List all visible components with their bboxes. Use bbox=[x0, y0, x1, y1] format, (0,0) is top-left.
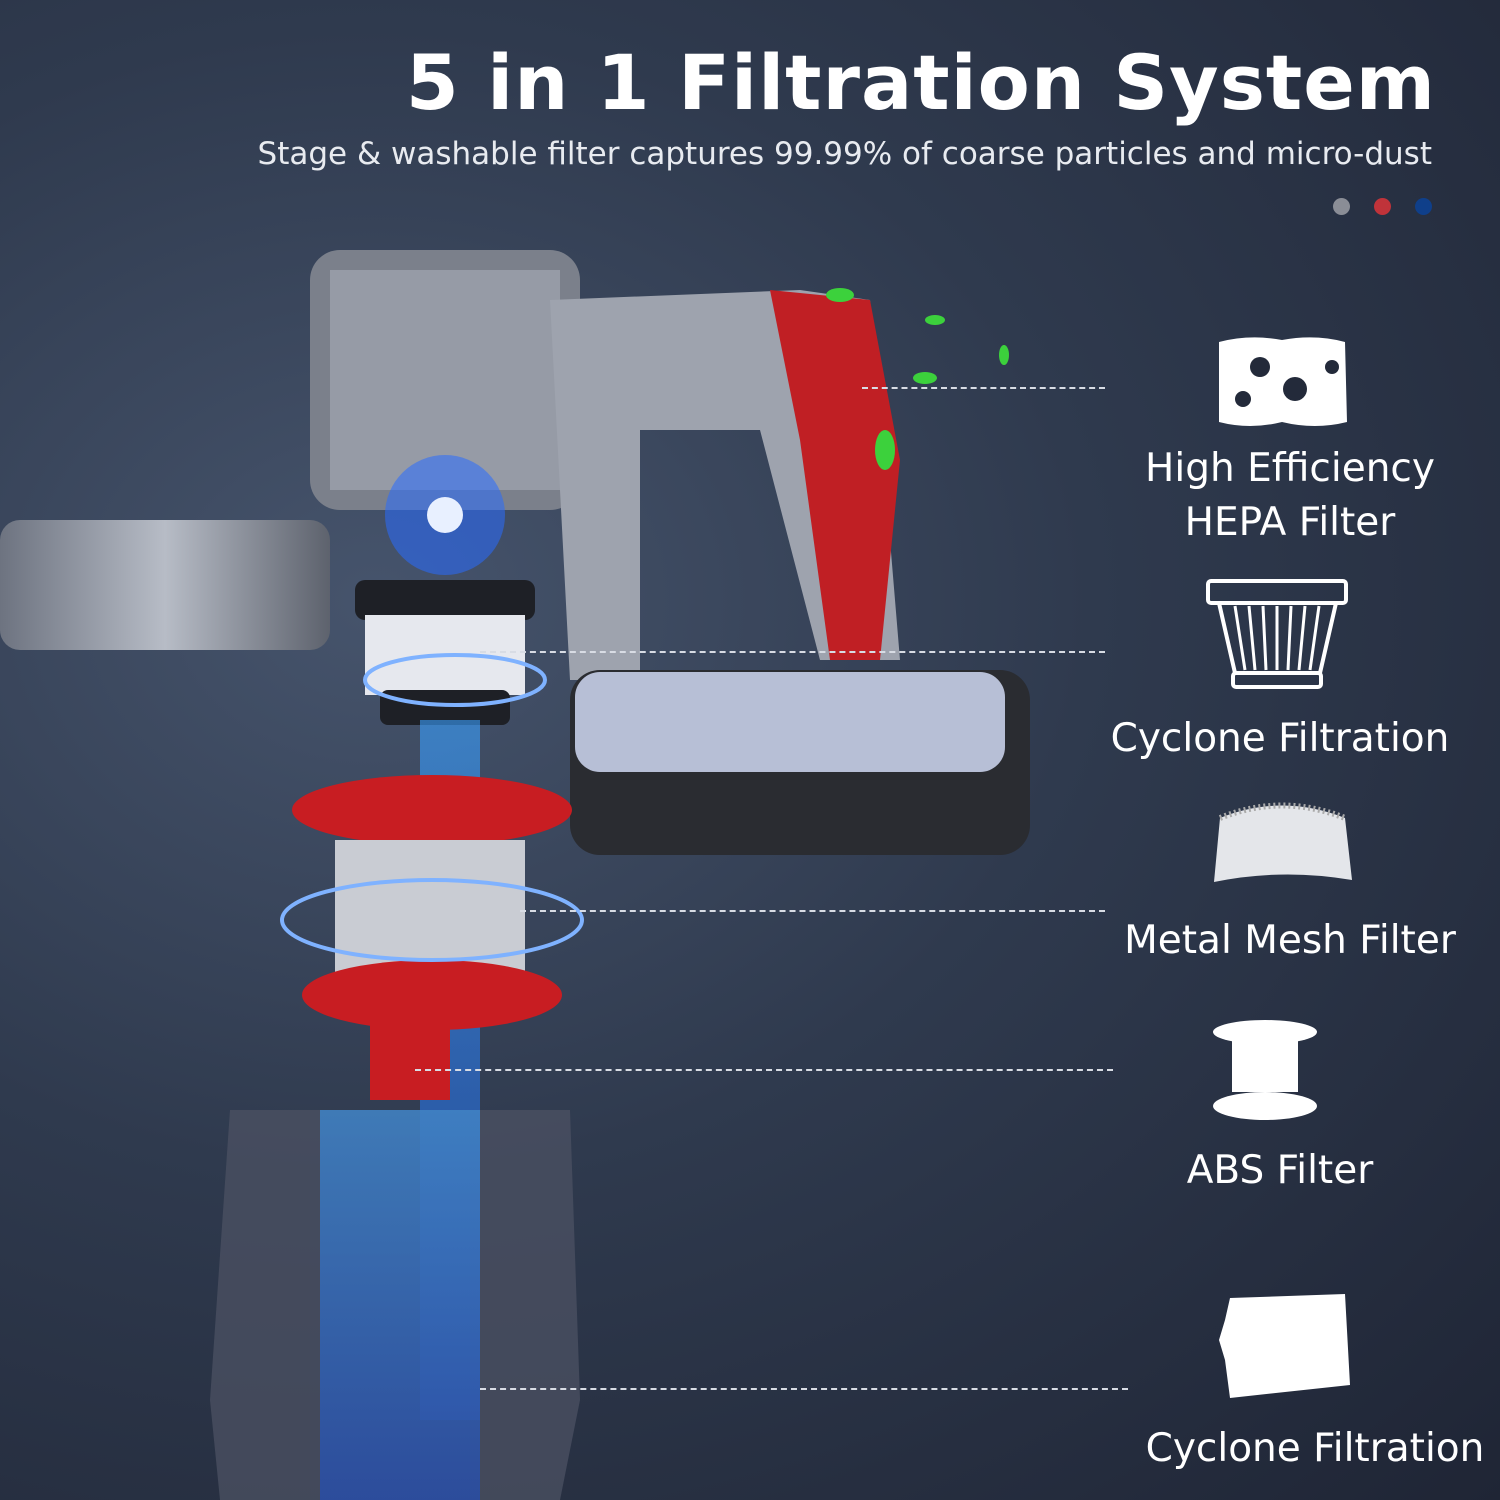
color-dot-blue[interactable] bbox=[1415, 198, 1432, 215]
cyclone-cup-icon bbox=[1219, 1294, 1350, 1398]
filter-label-hepa-line2: HEPA Filter bbox=[1184, 500, 1396, 545]
color-options bbox=[1333, 198, 1432, 215]
color-dot-red[interactable] bbox=[1374, 198, 1391, 215]
filter-label-cyclone: Cyclone Filtration bbox=[1110, 716, 1450, 761]
page-subtitle: Stage & washable filter captures 99.99% … bbox=[257, 136, 1432, 172]
abs-filter-icon bbox=[1213, 1020, 1317, 1120]
filter-label-hepa-line1: High Efficiency bbox=[1145, 446, 1435, 491]
filter-label-mesh: Metal Mesh Filter bbox=[1124, 918, 1456, 963]
filter-label-abs: ABS Filter bbox=[1186, 1148, 1374, 1193]
filter-label-cup: Cyclone Filtration bbox=[1145, 1426, 1485, 1471]
callout-line-hepa bbox=[862, 387, 1105, 389]
pleated-filter-icon bbox=[1206, 579, 1348, 689]
filter-label-hepa: High Efficiency HEPA Filter bbox=[1130, 442, 1450, 550]
color-dot-gray[interactable] bbox=[1333, 198, 1350, 215]
callout-line-cyclone bbox=[480, 651, 1105, 653]
callout-line-cup bbox=[480, 1388, 1128, 1390]
page-title: 5 in 1 Filtration System bbox=[405, 38, 1436, 127]
mesh-filter-icon bbox=[1214, 802, 1352, 882]
sponge-icon bbox=[1219, 337, 1347, 426]
callout-line-mesh bbox=[520, 910, 1105, 912]
callout-line-abs bbox=[415, 1069, 1113, 1071]
